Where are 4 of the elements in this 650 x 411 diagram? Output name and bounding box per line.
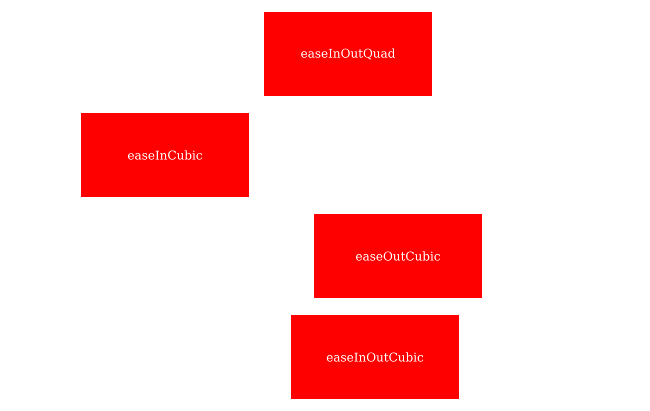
easing-box: easeInCubic [81, 113, 249, 197]
easing-box: easeInOutCubic [291, 314, 459, 399]
easing-box: easeInOutQuad [264, 12, 432, 96]
easing-box: easeOutCubic [314, 214, 482, 298]
